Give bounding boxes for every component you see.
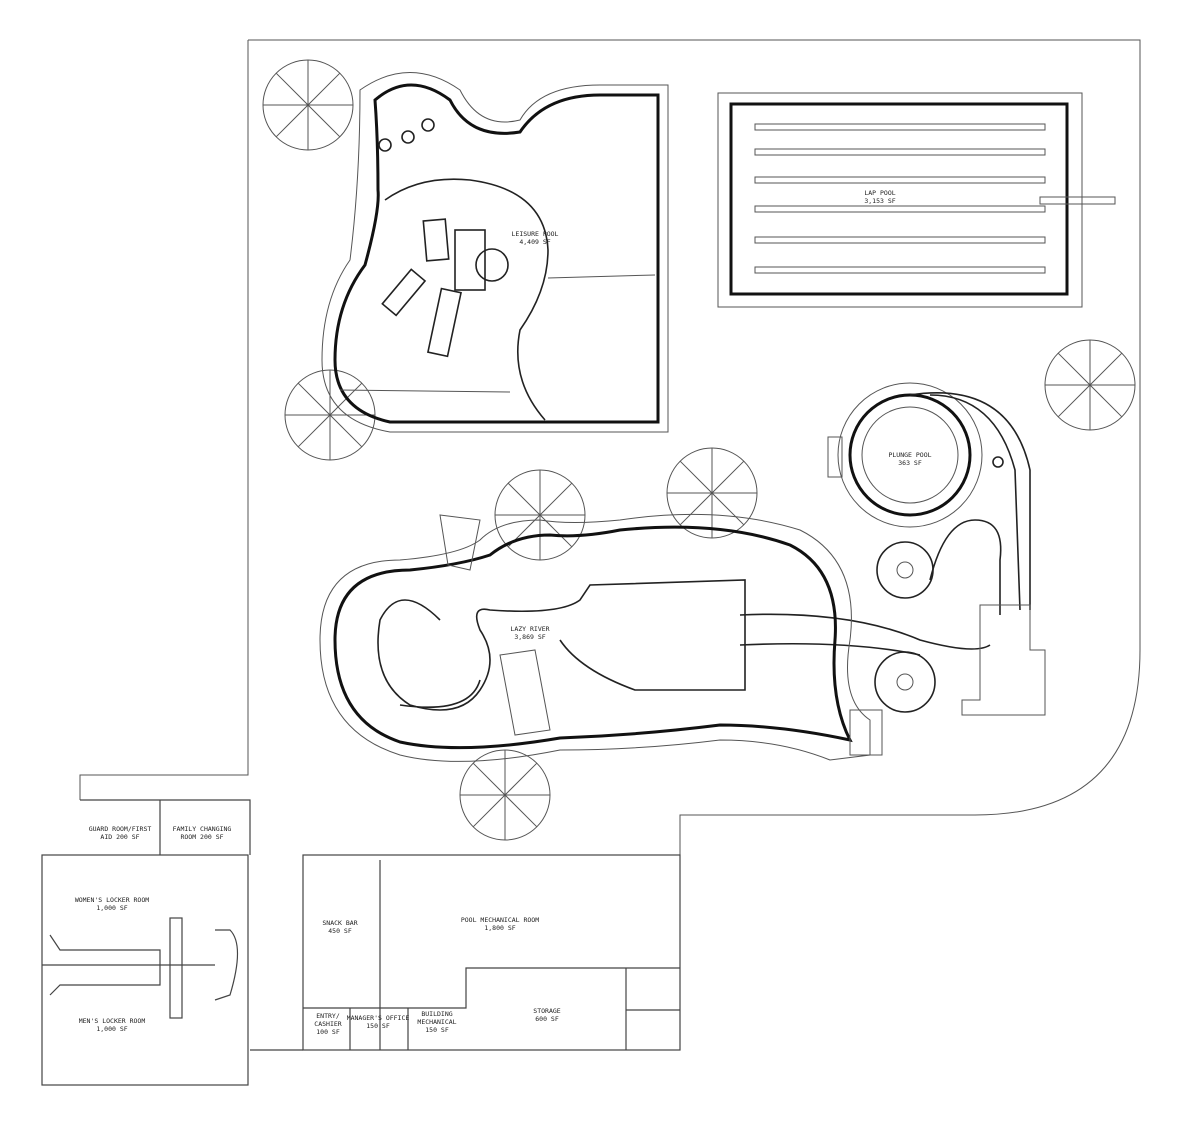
- tree-icon: [666, 447, 758, 539]
- family-changing-name: FAMILY CHANGING: [172, 825, 232, 833]
- snack-bar-area: 450 SF: [328, 927, 352, 935]
- storage-name: STORAGE: [533, 1007, 561, 1015]
- lane-line: [754, 266, 1046, 274]
- plunge-pool-area: 363 SF: [898, 459, 922, 467]
- lane-line: [754, 176, 1046, 184]
- lane-line: [754, 205, 1046, 213]
- lap-pool-area: 3,153 SF: [864, 197, 896, 205]
- pool-mechanical-area: 1,800 SF: [484, 924, 516, 932]
- snack-bar-name: SNACK BAR: [322, 919, 358, 927]
- womens-locker-area: 1,000 SF: [96, 904, 128, 912]
- leisure-pool: [321, 72, 669, 433]
- lane-line: [754, 236, 1046, 244]
- lap-pool: [717, 92, 1116, 308]
- mens-locker-area: 1,000 SF: [96, 1025, 128, 1033]
- tree-icon: [494, 469, 586, 561]
- main-building: [250, 854, 681, 1051]
- lane-line: [754, 148, 1046, 156]
- lap-pool-name: LAP POOL: [864, 189, 896, 197]
- tree-icon: [1044, 339, 1136, 431]
- lazy-river: [319, 513, 883, 762]
- plunge-pool: [739, 382, 1046, 716]
- leisure-pool-name: LEISURE POOL: [511, 230, 559, 238]
- tree-icon: [262, 59, 354, 151]
- pool-mechanical-name: POOL MECHANICAL ROOM: [460, 916, 540, 924]
- entry-cashier-name: ENTRY/ CASHIER: [314, 1012, 342, 1028]
- plunge-pool-name: PLUNGE POOL: [888, 451, 932, 459]
- mens-locker-name: MEN'S LOCKER ROOM: [78, 1017, 146, 1025]
- lazy-river-name: LAZY RIVER: [510, 625, 550, 633]
- storage-area: 600 SF: [535, 1015, 559, 1023]
- trees: [262, 59, 1136, 841]
- building-mechanical-name: BUILDING MECHANICAL: [417, 1010, 457, 1026]
- womens-locker-name: WOMEN'S LOCKER ROOM: [74, 896, 150, 904]
- locker-building: [41, 799, 251, 1086]
- entry-cashier-area: 100 SF: [316, 1028, 340, 1036]
- family-changing-area: ROOM 200 SF: [180, 833, 224, 841]
- guard-room-area: AID 200 SF: [100, 833, 140, 841]
- lane-line: [754, 123, 1046, 131]
- lazy-river-area: 3,869 SF: [514, 633, 546, 641]
- site-boundary: [79, 39, 1141, 1050]
- tree-icon: [459, 749, 551, 841]
- leisure-pool-area: 4,409 SF: [519, 238, 551, 246]
- building-mechanical-area: 150 SF: [425, 1026, 449, 1034]
- managers-office-area: 150 SF: [366, 1022, 390, 1030]
- guard-room-name: GUARD ROOM/FIRST: [88, 825, 152, 833]
- managers-office-name: MANAGER'S OFFICE: [346, 1014, 410, 1022]
- tree-icon: [284, 369, 376, 461]
